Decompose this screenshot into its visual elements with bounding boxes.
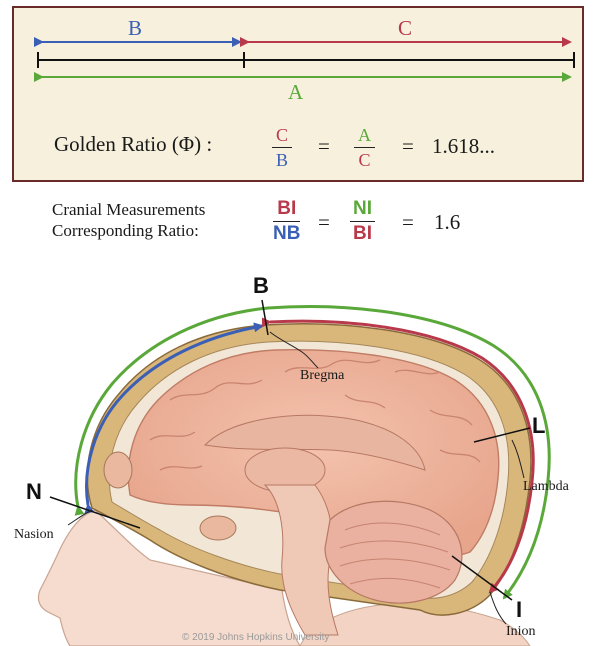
cranial-caption-line-2: Corresponding Ratio: (52, 221, 199, 240)
arc-bi-red (261, 317, 535, 594)
golden-fraction-a-over-c: A C (354, 124, 375, 171)
cranial-ratio-caption: Cranial Measurements Corresponding Ratio… (52, 199, 205, 241)
golden-equals-2: = (402, 134, 414, 158)
segment-b-label: B (128, 16, 143, 40)
golden-fraction-c-over-b: C B (272, 124, 293, 171)
point-b-label: B (253, 273, 269, 298)
point-l-leader (473, 427, 531, 443)
golden-frac2-denominator: C (358, 150, 371, 170)
copyright-notice: © 2019 Johns Hopkins University (182, 632, 330, 643)
bregma-leader (269, 331, 319, 369)
golden-frac2-numerator: A (354, 124, 375, 148)
golden-equals-1: = (318, 134, 330, 158)
point-b-leader (261, 299, 269, 336)
point-i-leader (451, 555, 513, 601)
golden-ratio-panel (12, 6, 584, 182)
cranial-frac2-numerator: NI (350, 198, 375, 222)
segment-c-label: C (398, 16, 413, 40)
cranial-ratio-value: 1.6 (434, 210, 461, 234)
golden-frac1-numerator: C (272, 124, 293, 148)
cranial-equals-2: = (402, 210, 414, 234)
cranial-equals-1: = (318, 210, 330, 234)
sphenoid-sinus (199, 515, 237, 541)
golden-ratio-value: 1.618... (432, 134, 495, 158)
segment-a-label: A (288, 80, 304, 104)
frontal-sinus (103, 451, 133, 489)
point-n-label: N (26, 479, 42, 504)
arc-nb-blue (84, 322, 264, 514)
point-l-label: L (532, 413, 546, 438)
golden-frac1-denominator: B (276, 150, 289, 170)
cranial-frac2-denominator: BI (353, 223, 372, 244)
nasion-leader (67, 509, 93, 526)
bregma-annotation: Bregma (300, 368, 345, 383)
segment-baseline (37, 52, 575, 68)
inion-leader (489, 591, 507, 625)
golden-ratio-formula-label: Golden Ratio (Φ) : (54, 132, 213, 156)
lambda-leader (511, 439, 525, 479)
nasion-annotation: Nasion (14, 527, 54, 542)
cranial-caption-line-1: Cranial Measurements (52, 200, 206, 219)
cranial-fraction-ni-over-bi: NI BI (350, 198, 375, 245)
arc-ni-green (74, 305, 551, 600)
cranial-frac1-denominator: NB (273, 223, 301, 244)
cranial-frac1-numerator: BI (273, 198, 301, 222)
lambda-annotation: Lambda (523, 479, 569, 494)
inion-annotation: Inion (506, 624, 536, 639)
cranial-fraction-bi-over-nb: BI NB (273, 198, 301, 245)
point-i-label: I (516, 597, 523, 622)
point-n-leader (49, 496, 141, 529)
